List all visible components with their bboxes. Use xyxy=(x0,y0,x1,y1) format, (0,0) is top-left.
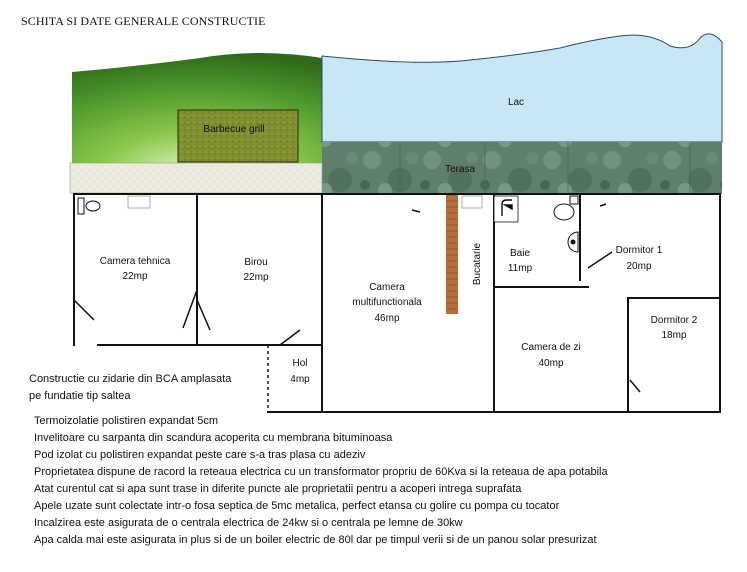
construction-intro: Constructie cu zidarie din BCA amplasata… xyxy=(29,371,231,405)
fact-line: Termoizolatie polistiren expandat 5cm xyxy=(34,415,219,427)
page-title: SCHITA SI DATE GENERALE CONSTRUCTIE xyxy=(21,14,266,28)
room-name: Camera xyxy=(369,282,405,293)
shower-icon xyxy=(493,195,519,223)
lake xyxy=(321,33,723,143)
room-area: 22mp xyxy=(243,272,268,283)
label-lake: Lac xyxy=(508,97,524,108)
fact-line: Pod izolat cu polistiren expandat peste … xyxy=(34,449,366,461)
toilet-icon xyxy=(77,197,101,215)
label-kitchen: Bucatarie xyxy=(472,242,483,285)
fact-line: Atat curentul cat si apa sunt trase in d… xyxy=(34,483,522,495)
room-name: Dormitor 2 xyxy=(651,315,698,326)
room-area: 4mp xyxy=(290,374,310,385)
room-name: Birou xyxy=(244,257,267,268)
room-area: 11mp xyxy=(508,263,533,274)
room-name: multifunctionala xyxy=(352,297,422,308)
wood-beam xyxy=(446,194,458,314)
sink-icon xyxy=(461,195,483,209)
room-area: 18mp xyxy=(661,330,686,341)
sink-icon xyxy=(127,195,151,209)
fact-line: Invelitoare cu sarpanta din scandura aco… xyxy=(34,432,393,444)
label-terrace: Terasa xyxy=(445,164,475,175)
room-area: 20mp xyxy=(626,261,651,272)
fact-line: Apele uzate sunt colectate intr-o fosa s… xyxy=(34,500,560,512)
intro-line: pe fundatie tip saltea xyxy=(29,390,131,402)
room-area: 40mp xyxy=(538,358,563,369)
door-swings xyxy=(73,203,641,393)
hall-dashed-walls xyxy=(267,345,720,413)
fact-line: Incalzirea este asigurata de o centrala … xyxy=(34,517,463,529)
fact-line: Proprietatea dispune de racord la reteau… xyxy=(34,466,608,478)
room-area: 46mp xyxy=(374,313,399,324)
barbecue-grill xyxy=(177,109,299,163)
terrace xyxy=(322,142,722,194)
intro-line: Constructie cu zidarie din BCA amplasata xyxy=(29,373,232,385)
room-name: Dormitor 1 xyxy=(616,245,663,256)
fact-line: Apa calda mai este asigurata in plus si … xyxy=(34,534,597,546)
bathroom-toilet-icon xyxy=(553,195,579,221)
label-bbq: Barbecue grill xyxy=(203,124,264,135)
room-name: Camera tehnica xyxy=(100,256,171,267)
construction-facts: Termoizolatie polistiren expandat 5cm In… xyxy=(34,413,608,549)
room-area: 22mp xyxy=(122,271,147,282)
paving-strip xyxy=(69,162,323,194)
bathroom-sink-icon xyxy=(567,231,579,253)
room-name: Camera de zi xyxy=(521,342,580,353)
room-name: Hol xyxy=(292,358,307,369)
room-name: Baie xyxy=(510,248,530,259)
